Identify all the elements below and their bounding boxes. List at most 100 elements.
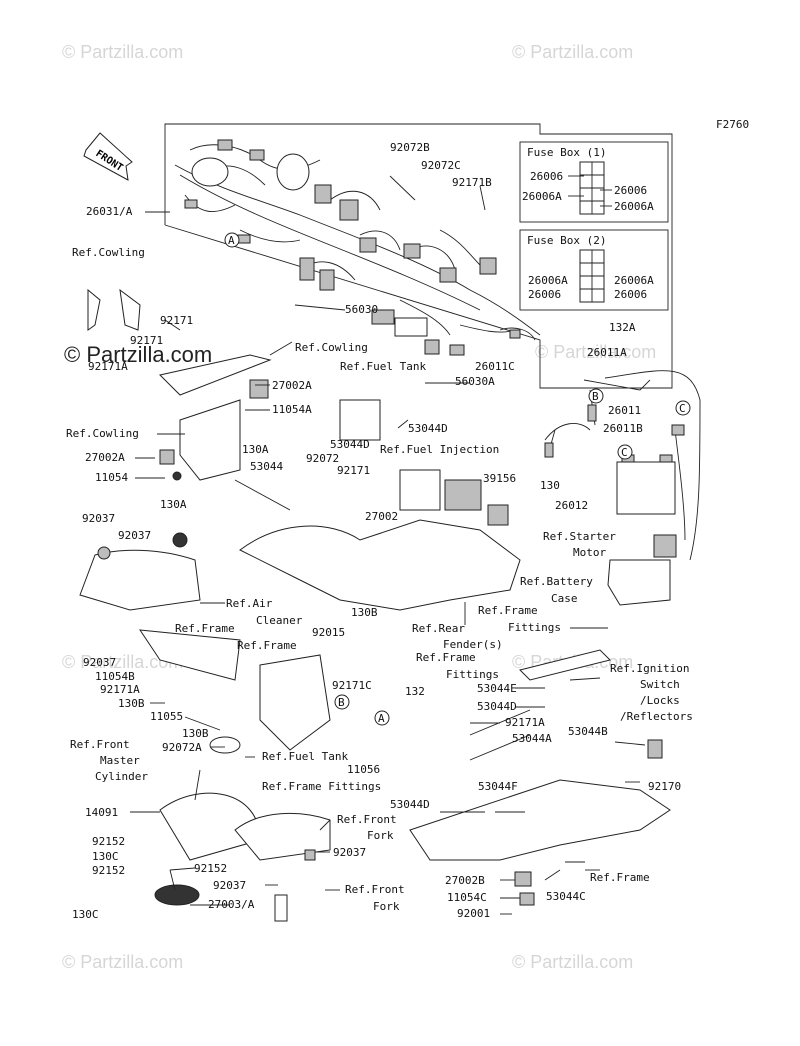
label-11054b: 11054B bbox=[95, 670, 135, 683]
rear-fender-assembly bbox=[79, 469, 521, 611]
label-92037-1: 92037 bbox=[82, 512, 115, 525]
label-53044c: 53044C bbox=[546, 890, 586, 903]
label-92171a-1: 92171A bbox=[88, 360, 128, 373]
fuse-box-1-left-2: 26006A bbox=[522, 190, 562, 203]
callout-a-2: A bbox=[378, 712, 385, 725]
label-92015: 92015 bbox=[312, 626, 345, 639]
label-11056: 11056 bbox=[347, 763, 380, 776]
label-130c-1: 130C bbox=[92, 850, 119, 863]
fuse-box-1-right-2: 26006A bbox=[614, 200, 654, 213]
label-92171a-3: 92171A bbox=[505, 716, 545, 729]
fuse-box-1: Fuse Box (1) 26006 26006A 26006 26006A bbox=[519, 141, 669, 223]
label-26011a: 26011A bbox=[587, 346, 627, 359]
label-fittings-1: Fittings bbox=[508, 621, 561, 634]
label-53044e: 53044E bbox=[477, 682, 517, 695]
label-ref-fuel-injection: Ref.Fuel Injection bbox=[380, 443, 499, 456]
fuse-box-2-left-1: 26006A bbox=[528, 274, 568, 287]
harness-outline bbox=[164, 123, 673, 389]
fuse-box-2-left-2: 26006 bbox=[528, 288, 561, 301]
label-fork-1: Fork bbox=[367, 829, 394, 842]
label-11054: 11054 bbox=[95, 471, 128, 484]
label-ref-frame-2: Ref.Frame bbox=[175, 622, 235, 635]
label-ref-ignition: Ref.Ignition bbox=[610, 662, 689, 675]
label-130a-1: 130A bbox=[242, 443, 269, 456]
label-92171a-2: 92171A bbox=[100, 683, 140, 696]
leader-lines bbox=[130, 175, 646, 915]
label-92171-c: 92171 bbox=[337, 464, 370, 477]
watermarks: © Partzilla.com © Partzilla.com © Partzi… bbox=[62, 42, 656, 972]
label-11055: 11055 bbox=[150, 710, 183, 723]
callout-c-2: C bbox=[621, 446, 628, 459]
label-ref-cowling-3: Ref.Cowling bbox=[66, 427, 139, 440]
label-92171c: 92171C bbox=[332, 679, 372, 692]
label-92072b: 92072B bbox=[390, 141, 430, 154]
fuse-box-2-right-1: 26006A bbox=[614, 274, 654, 287]
label-92072a: 92072A bbox=[162, 741, 202, 754]
watermark-overlay: © Partzilla.com bbox=[64, 342, 212, 367]
label-ref-frame-3: Ref.Frame bbox=[237, 639, 297, 652]
label-ref-frame-4: Ref.Frame bbox=[416, 651, 476, 664]
label-92072c: 92072C bbox=[421, 159, 461, 172]
label-ref-frame-1: Ref.Frame bbox=[478, 604, 538, 617]
callout-b-1: B bbox=[592, 390, 599, 403]
label-ref-frame-5: Ref.Frame bbox=[590, 871, 650, 884]
label-ref-fuel-tank-1: Ref.Fuel Tank bbox=[340, 360, 426, 373]
label-92072: 92072 bbox=[306, 452, 339, 465]
label-switch: Switch bbox=[640, 678, 680, 691]
label-locks: /Locks bbox=[640, 694, 680, 707]
watermark-bottom-left: © Partzilla.com bbox=[62, 952, 183, 972]
label-ref-cowling-2: Ref.Cowling bbox=[295, 341, 368, 354]
watermark-bottom-right: © Partzilla.com bbox=[512, 952, 633, 972]
label-27003-a: 27003/A bbox=[208, 898, 255, 911]
label-92001: 92001 bbox=[457, 907, 490, 920]
battery-area: B C C bbox=[544, 370, 701, 606]
wiring-harness bbox=[174, 139, 541, 356]
label-130b-3: 130B bbox=[182, 727, 209, 740]
label-cleaner: Cleaner bbox=[256, 614, 303, 627]
label-53044d-4: 53044D bbox=[390, 798, 430, 811]
label-ref-frame-fittings: Ref.Frame Fittings bbox=[262, 780, 381, 793]
label-92037-5: 92037 bbox=[213, 879, 246, 892]
label-27002a-1: 27002A bbox=[272, 379, 312, 392]
label-26011c: 26011C bbox=[475, 360, 515, 373]
label-26031-a: 26031/A bbox=[86, 205, 133, 218]
label-11054a: 11054A bbox=[272, 403, 312, 416]
label-11054c: 11054C bbox=[447, 891, 487, 904]
label-92037-3: 92037 bbox=[83, 656, 116, 669]
fuse-box-2-title: Fuse Box (2) bbox=[527, 234, 606, 247]
callout-a-1: A bbox=[224, 232, 240, 248]
watermark-top-left: © Partzilla.com bbox=[62, 42, 183, 62]
label-ref-fuel-tank-2: Ref.Fuel Tank bbox=[262, 750, 348, 763]
figure-code: F2760 bbox=[716, 118, 749, 131]
label-56030a: 56030A bbox=[455, 375, 495, 388]
callout-c-1: C bbox=[679, 402, 686, 415]
label-132: 132 bbox=[405, 685, 425, 698]
label-ref-rear: Ref.Rear bbox=[412, 622, 465, 635]
label-130: 130 bbox=[540, 479, 560, 492]
label-27002a-2: 27002A bbox=[85, 451, 125, 464]
label-92037-2: 92037 bbox=[118, 529, 151, 542]
label-92037-4: 92037 bbox=[333, 846, 366, 859]
label-130b-2: 130B bbox=[118, 697, 145, 710]
fuse-box-2-right-2: 26006 bbox=[614, 288, 647, 301]
label-53044: 53044 bbox=[250, 460, 283, 473]
label-92171b: 92171B bbox=[452, 176, 492, 189]
fuse-box-1-title: Fuse Box (1) bbox=[527, 146, 606, 159]
label-26012: 26012 bbox=[555, 499, 588, 512]
cowling-brackets bbox=[87, 288, 381, 481]
label-26011b: 26011B bbox=[603, 422, 643, 435]
watermark-mid-right: © Partzilla.com bbox=[535, 342, 656, 362]
label-53044d-3: 53044D bbox=[477, 700, 517, 713]
label-ref-battery: Ref.Battery bbox=[520, 575, 593, 588]
label-ref-air: Ref.Air bbox=[226, 597, 273, 610]
front-arrow: FRONT bbox=[83, 132, 133, 181]
label-reflectors: /Reflectors bbox=[620, 710, 693, 723]
label-92171-b: 92171 bbox=[130, 334, 163, 347]
label-ref-front-fork-1: Ref.Front bbox=[337, 813, 397, 826]
label-53044b: 53044B bbox=[568, 725, 608, 738]
label-53044f: 53044F bbox=[478, 780, 518, 793]
label-92152-3: 92152 bbox=[92, 864, 125, 877]
label-fittings-2: Fittings bbox=[446, 668, 499, 681]
label-cylinder: Cylinder bbox=[95, 770, 148, 783]
